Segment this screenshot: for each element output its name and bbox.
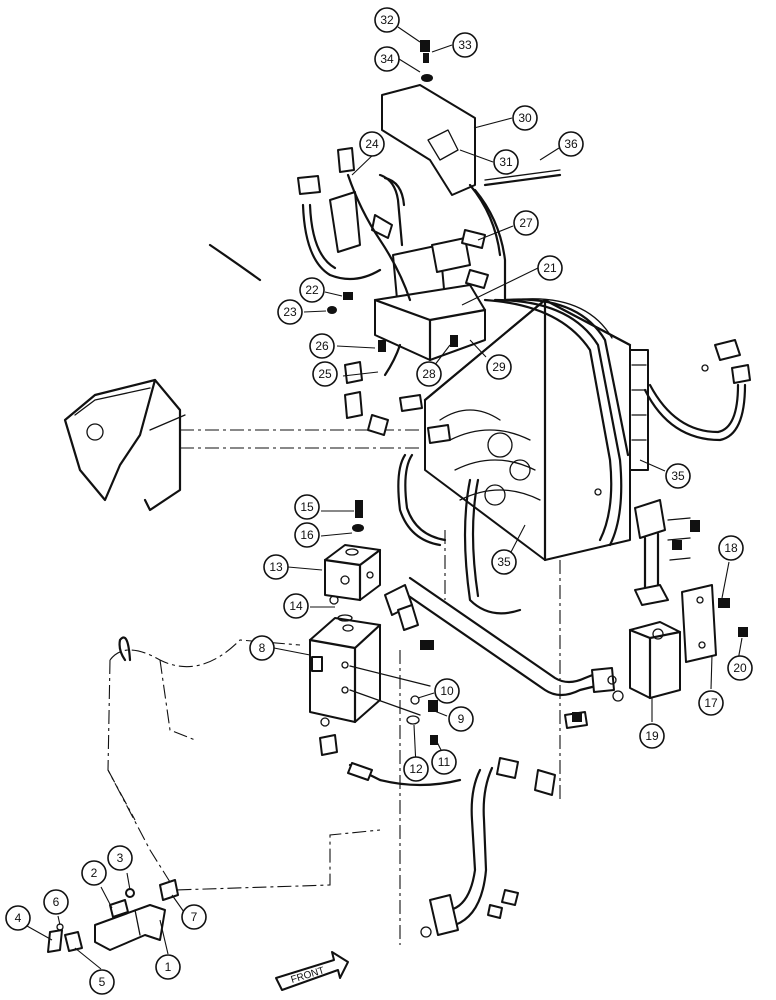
svg-text:3: 3	[117, 851, 124, 865]
callout-18: 18	[718, 535, 744, 561]
svg-text:5: 5	[99, 975, 106, 989]
svg-text:8: 8	[259, 641, 266, 655]
callout-8: 8	[249, 635, 275, 661]
svg-text:20: 20	[733, 661, 747, 675]
callout-11: 11	[431, 749, 457, 775]
svg-text:21: 21	[543, 261, 557, 275]
callout-12: 12	[403, 756, 429, 782]
small-bolts	[327, 40, 748, 745]
manifold-block-13	[323, 544, 382, 602]
svg-text:35: 35	[671, 469, 685, 483]
svg-text:34: 34	[380, 52, 394, 66]
svg-text:36: 36	[564, 137, 578, 151]
hose-bundle-right	[483, 298, 751, 547]
front-arrow: FRONT	[275, 951, 349, 991]
callout-14: 14	[283, 593, 309, 619]
bottom-bracket-1	[47, 879, 179, 953]
svg-text:33: 33	[458, 38, 472, 52]
callout-24: 24	[359, 131, 385, 157]
solenoid-27	[431, 229, 489, 289]
callout-10: 10	[434, 678, 460, 704]
svg-text:7: 7	[191, 910, 198, 924]
svg-text:4: 4	[15, 911, 22, 925]
top-bracket-30	[381, 84, 476, 196]
callout-26: 26	[309, 333, 335, 359]
svg-text:32: 32	[380, 13, 394, 27]
right-valve-block-19	[628, 499, 717, 700]
callout-31: 31	[493, 149, 519, 175]
callout-29: 29	[486, 354, 512, 380]
svg-text:27: 27	[519, 216, 533, 230]
callout-2: 2	[81, 860, 107, 886]
svg-text:26: 26	[315, 339, 329, 353]
callout-35-upper: 35	[665, 463, 691, 489]
callout-15: 15	[294, 494, 320, 520]
callout-7: 7	[181, 904, 207, 930]
solenoid-block-24	[297, 147, 393, 253]
diagonal-pipe	[384, 576, 615, 729]
callout-36: 36	[558, 131, 584, 157]
svg-text:24: 24	[365, 137, 379, 151]
svg-text:35: 35	[497, 555, 511, 569]
svg-text:28: 28	[422, 367, 436, 381]
svg-text:10: 10	[440, 684, 454, 698]
callout-3: 3	[107, 845, 133, 871]
callout-30: 30	[512, 105, 538, 131]
left-tube-fittings	[344, 343, 522, 615]
callout-9: 9	[448, 706, 474, 732]
callout-13: 13	[263, 554, 289, 580]
callout-25: 25	[312, 361, 338, 387]
callout-5: 5	[89, 969, 115, 995]
callout-1: 1	[155, 954, 181, 980]
svg-text:30: 30	[518, 111, 532, 125]
svg-text:2: 2	[91, 866, 98, 880]
svg-text:9: 9	[458, 712, 465, 726]
callout-35-lower: 35	[491, 549, 517, 575]
callout-20: 20	[727, 655, 753, 681]
callout-4: 4	[5, 905, 31, 931]
svg-text:15: 15	[300, 500, 314, 514]
callout-17: 17	[698, 690, 724, 716]
svg-text:31: 31	[499, 155, 513, 169]
callout-21: 21	[537, 255, 563, 281]
callout-23: 23	[277, 299, 303, 325]
callout-19: 19	[639, 723, 665, 749]
leader-lines	[26, 26, 743, 970]
svg-text:12: 12	[409, 762, 423, 776]
callout-27: 27	[513, 210, 539, 236]
callout-32: 32	[374, 7, 400, 33]
svg-text:14: 14	[289, 599, 303, 613]
lower-hoses	[319, 530, 561, 945]
svg-text:13: 13	[269, 560, 283, 574]
callout-33: 33	[452, 32, 478, 58]
callout-34: 34	[374, 46, 400, 72]
seal-rings	[320, 364, 709, 938]
svg-text:1: 1	[165, 960, 172, 974]
hydraulic-tank	[107, 636, 381, 891]
svg-text:11: 11	[438, 755, 451, 769]
svg-text:25: 25	[318, 367, 332, 381]
callout-22: 22	[299, 277, 325, 303]
svg-text:6: 6	[53, 895, 60, 909]
svg-text:29: 29	[492, 360, 506, 374]
upper-hoses	[208, 169, 562, 302]
callout-6: 6	[43, 889, 69, 915]
callout-28: 28	[416, 361, 442, 387]
svg-text:22: 22	[305, 283, 319, 297]
callout-16: 16	[294, 522, 320, 548]
boom-frame	[63, 378, 420, 512]
svg-text:18: 18	[724, 541, 738, 555]
svg-text:19: 19	[645, 729, 659, 743]
svg-text:16: 16	[300, 528, 314, 542]
svg-text:17: 17	[704, 696, 718, 710]
valve-block-8	[308, 617, 431, 724]
svg-text:23: 23	[283, 305, 297, 319]
